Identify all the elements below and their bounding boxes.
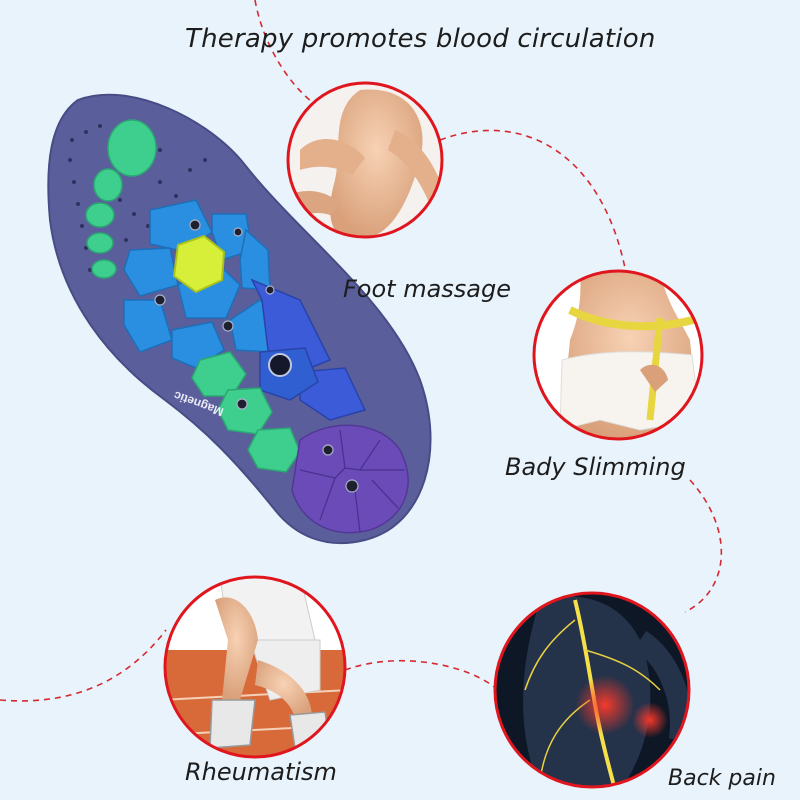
slimming-ring	[532, 269, 704, 441]
connector-left	[0, 629, 167, 702]
connector-foot-slim	[439, 129, 626, 269]
toe-pads	[85, 119, 157, 279]
caption-back-pain: Back pain	[668, 766, 776, 791]
rheumatism-ring	[163, 575, 347, 759]
large-magnet	[268, 353, 292, 377]
heel-pad	[291, 424, 409, 534]
headline: Therapy promotes blood circulation	[185, 24, 656, 54]
back-pain-ring	[493, 591, 691, 789]
rheumatism-photo	[163, 575, 347, 759]
magnetic-insole: Magnetic	[47, 93, 432, 545]
connector-rheum-back	[344, 659, 499, 691]
acupoint-center-pad	[172, 234, 226, 294]
caption-rheumatism: Rheumatism	[185, 758, 337, 786]
connector-top	[254, 0, 313, 103]
slimming-photo	[532, 269, 704, 441]
foot-massage-photo	[286, 81, 444, 239]
caption-body-slimming: Bady Slimming	[505, 453, 686, 481]
dashed-connectors	[0, 0, 723, 702]
big-toe-pad	[107, 119, 157, 177]
ventilation-holes	[68, 124, 207, 272]
back-pain-photo	[493, 591, 691, 789]
heel-segments	[299, 429, 405, 533]
caption-foot-massage: Foot massage	[343, 275, 512, 303]
magnet-dots	[154, 219, 359, 493]
arch-hexagons	[191, 351, 301, 473]
foot-massage-ring	[286, 81, 444, 239]
connector-slim-back	[684, 479, 723, 613]
